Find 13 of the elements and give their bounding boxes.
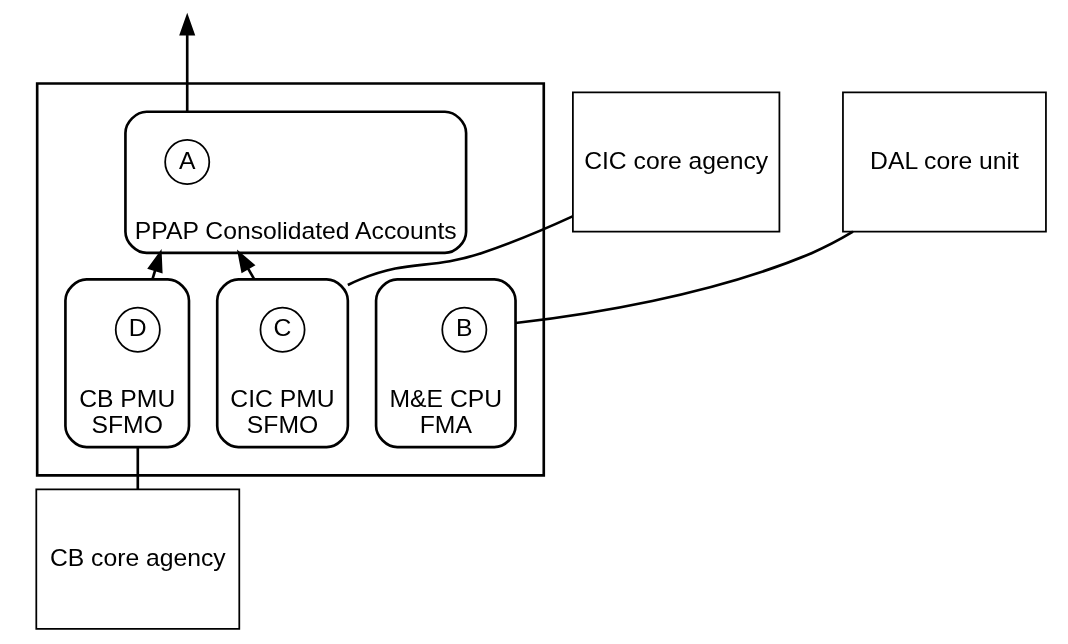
connector (346, 215, 573, 287)
node-circle: C (259, 306, 305, 353)
node-box: CB core agency (34, 488, 240, 630)
node-circle: D (114, 306, 161, 353)
node-box: DAL core unit (841, 91, 1047, 233)
arrow (146, 249, 163, 280)
connector (135, 447, 139, 489)
node-circle: B (440, 306, 487, 353)
connector (514, 230, 854, 325)
node-box: CIC core agency (571, 91, 780, 233)
cluster (35, 82, 545, 477)
arrow (178, 12, 195, 112)
node-circle: A (163, 139, 210, 185)
